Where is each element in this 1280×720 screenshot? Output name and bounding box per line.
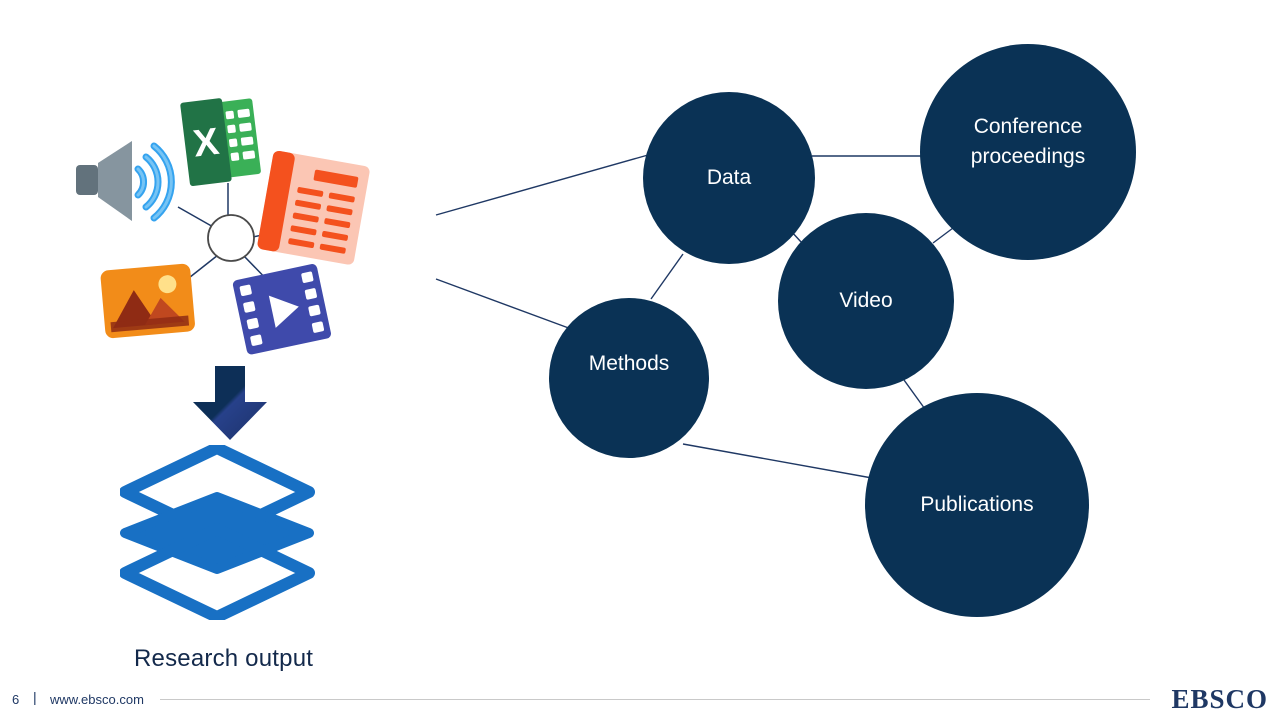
network-nodes <box>549 44 1136 617</box>
image-photo-icon <box>100 263 195 339</box>
audio-speaker-icon <box>76 141 175 222</box>
slide-footer: 6 | www.ebsco.com EBSCO <box>0 680 1280 720</box>
video-film-icon <box>232 264 331 355</box>
excel-spreadsheet-icon: X <box>180 98 261 187</box>
layer-bottom <box>120 523 315 620</box>
down-arrow-icon <box>193 366 267 440</box>
network-edges <box>435 154 958 479</box>
edge-data-to-methods <box>650 253 684 300</box>
ebsco-logo: EBSCO <box>1171 684 1268 714</box>
node-data[interactable] <box>643 92 815 264</box>
research-output-caption: Research output <box>134 645 314 672</box>
node-video[interactable] <box>778 213 954 389</box>
footer-divider <box>160 699 1150 700</box>
footer-url[interactable]: www.ebsco.com <box>50 692 144 707</box>
node-conference[interactable] <box>920 44 1136 260</box>
node-publications[interactable] <box>865 393 1089 617</box>
document-text-icon <box>257 150 370 265</box>
source-file-cluster: X <box>76 98 370 355</box>
edge-source-to-data <box>435 154 649 216</box>
node-methods[interactable] <box>549 298 709 458</box>
layers-stack-icon <box>120 445 315 620</box>
edge-source-to-methods <box>435 278 575 331</box>
svg-text:X: X <box>191 121 222 166</box>
page-number: 6 <box>12 692 20 707</box>
hub-node[interactable] <box>207 214 255 262</box>
spoke-to-speaker <box>177 206 216 229</box>
footer-separator: | <box>33 689 37 705</box>
edge-methods-to-publications <box>682 443 873 479</box>
